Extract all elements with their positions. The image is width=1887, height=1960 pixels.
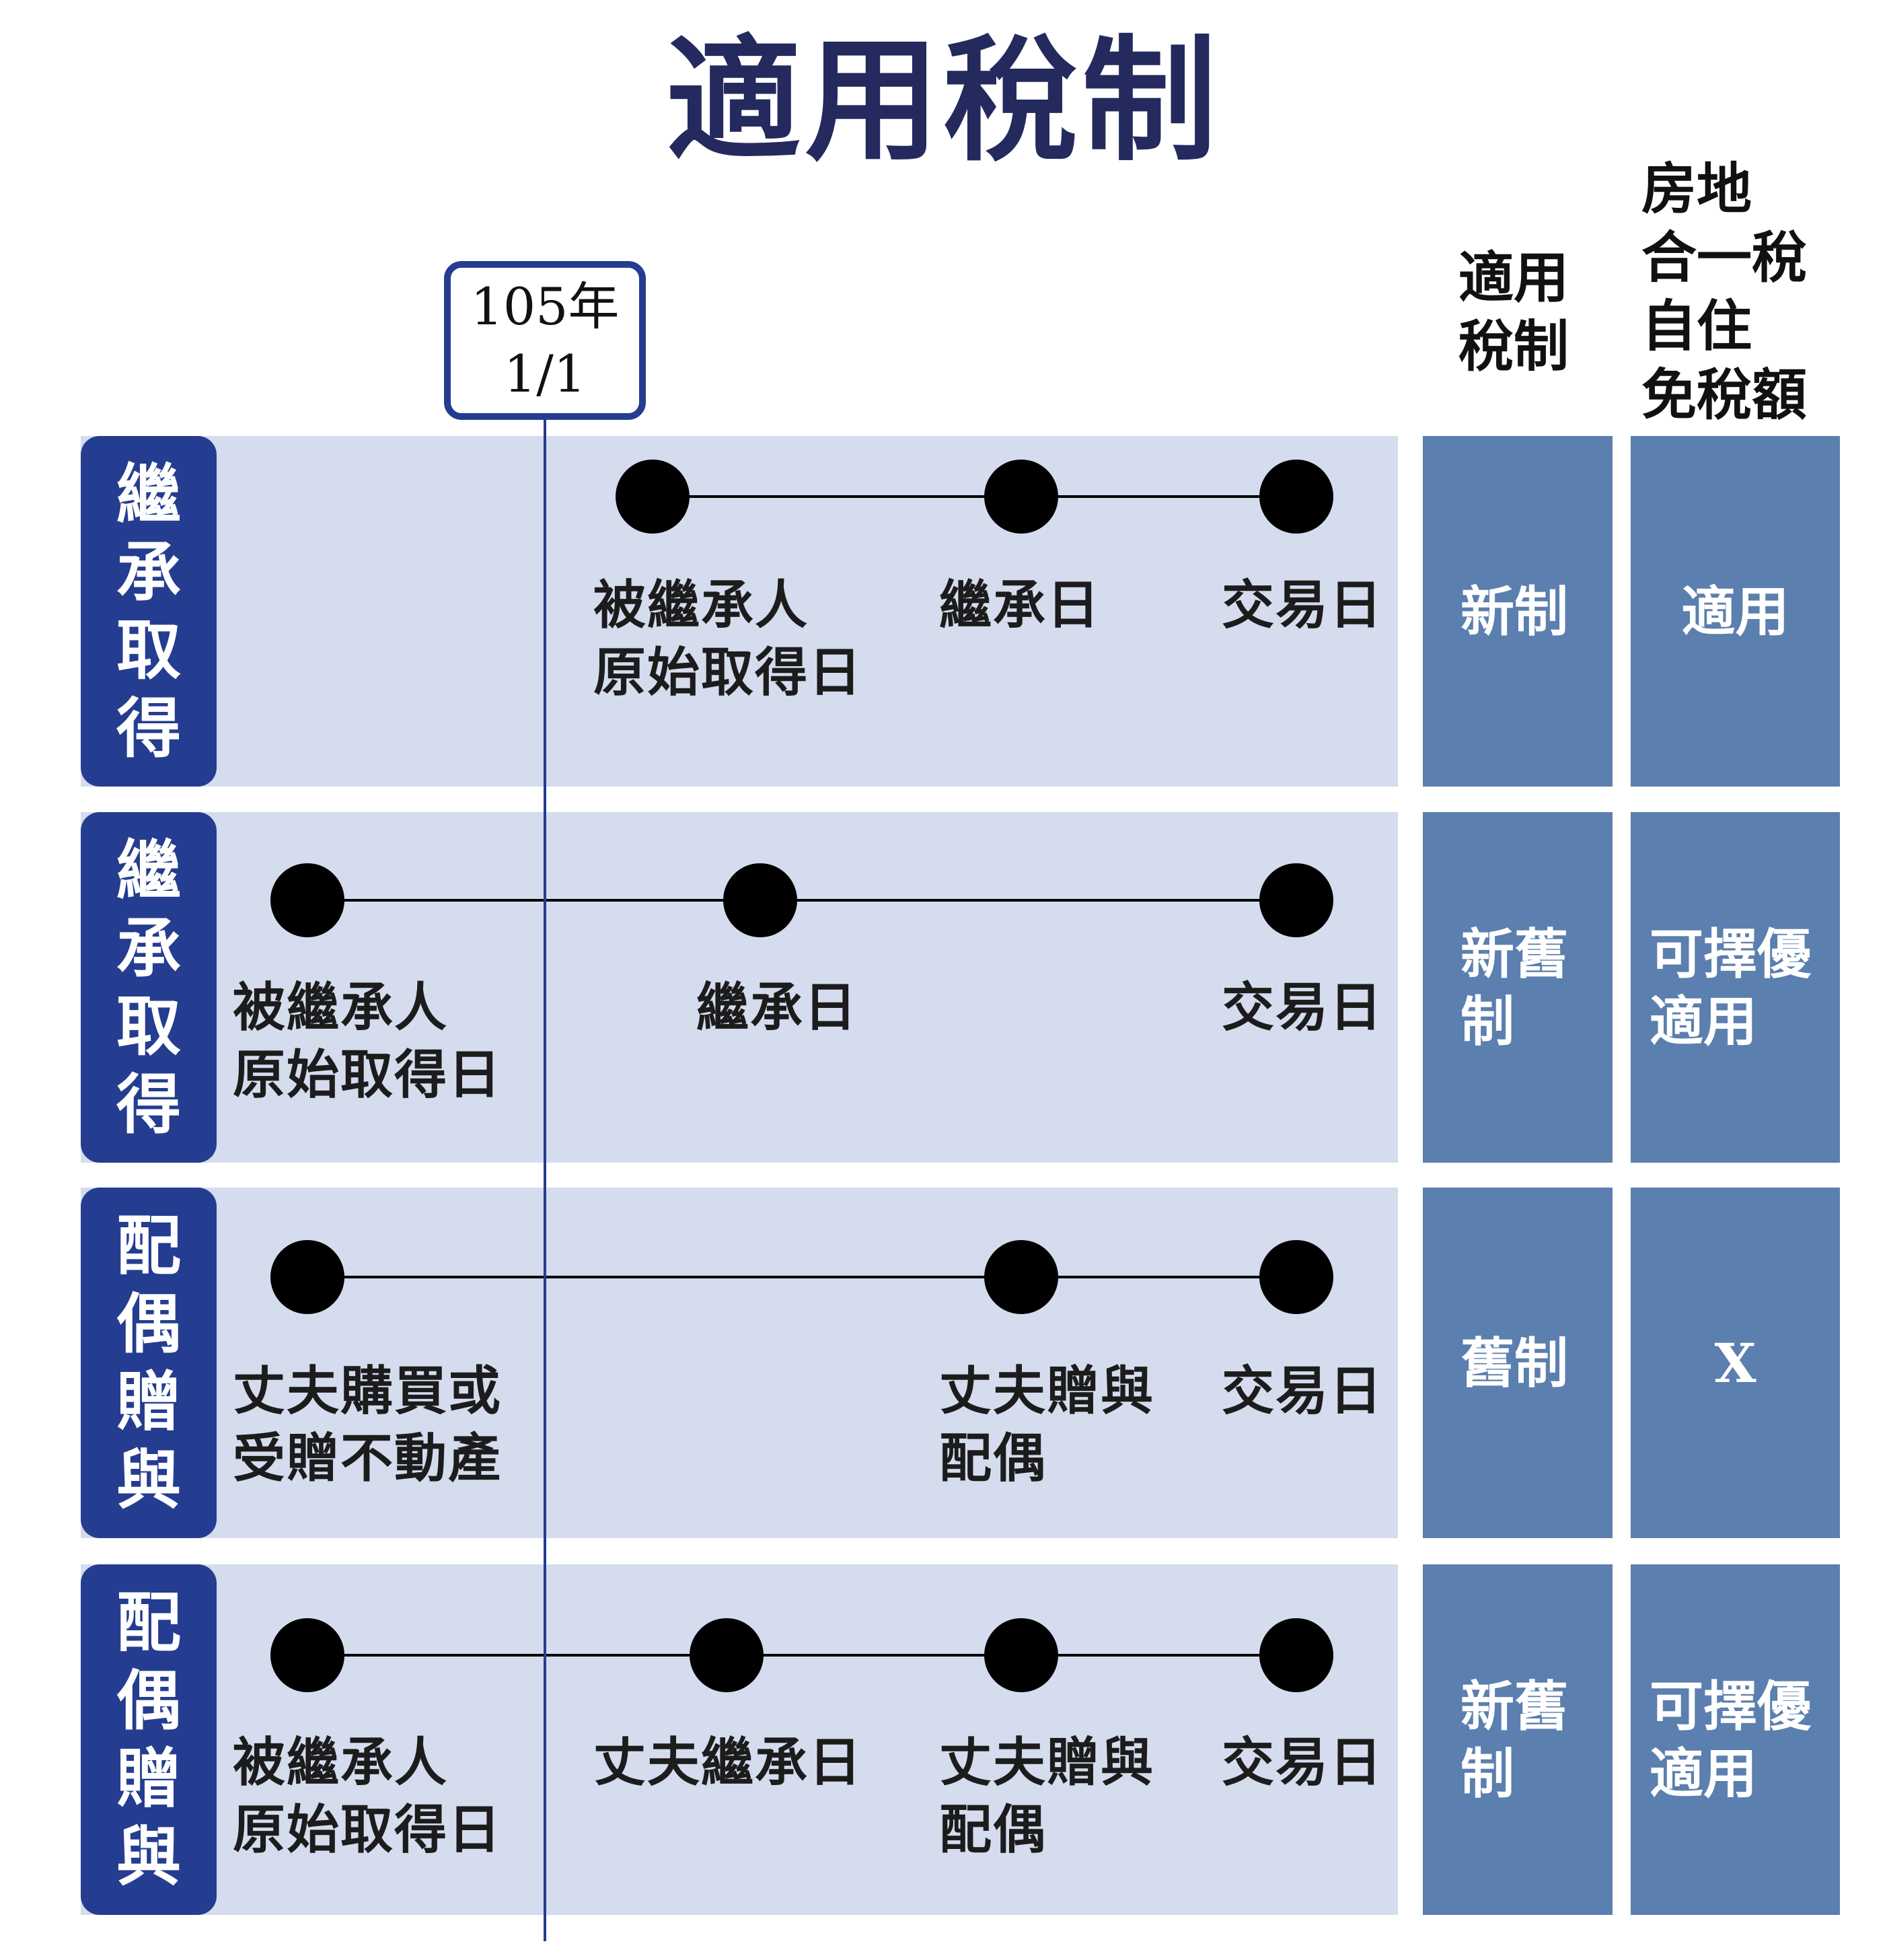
row-4-timeline [307,1654,1332,1657]
row-1-regime: 新制 [1423,436,1613,787]
row-1-event-1-dot [616,460,690,534]
date-marker-year: 105年 [470,277,620,336]
page-title: 適用稅制 [666,22,1221,180]
date-marker-day: 1/1 [503,344,587,404]
row-1-band [81,436,1398,787]
row-4-event-1-label: 被繼承人 原始取得日 [233,1732,503,1860]
row-3-event-2-dot [984,1240,1058,1314]
row-3-event-1-label: 丈夫購買或 受贈不動產 [233,1360,503,1489]
row-3-event-3-dot [1259,1240,1333,1314]
row-3-event-3-label: 交易日 [1222,1360,1384,1422]
row-4-exemption: 可擇優適用 [1631,1564,1840,1915]
date-divider-line [544,420,546,1941]
row-2-label: 繼承取得 [81,812,217,1163]
row-1-event-2-dot [984,460,1058,534]
row-2-event-1-dot [270,863,344,937]
row-2-event-3-label: 交易日 [1222,977,1384,1038]
row-3-event-1-dot [270,1240,344,1314]
row-4-label: 配偶贈與 [81,1564,217,1915]
row-2-exemption: 可擇優適用 [1631,812,1840,1163]
row-1-label: 繼承取得 [81,436,217,787]
row-2-timeline [307,899,1332,902]
row-1-event-3-label: 交易日 [1222,575,1384,636]
row-1-event-2-label: 繼承日 [939,575,1101,636]
row-3-event-2-label: 丈夫贈與 配偶 [939,1360,1155,1489]
row-1-event-1-label: 被繼承人 原始取得日 [593,575,863,703]
date-marker: 105年 1/1 [444,261,646,420]
row-4-regime: 新舊制 [1423,1564,1613,1915]
row-4-event-2-dot [690,1618,764,1692]
row-2-event-2-label: 繼承日 [696,977,858,1038]
header-regime: 適用 稅制 [1458,246,1569,379]
row-2-event-1-label: 被繼承人 原始取得日 [233,977,503,1105]
row-4-event-1-dot [270,1618,344,1692]
row-1-exemption: 適用 [1631,436,1840,787]
row-4-event-4-label: 交易日 [1222,1732,1384,1793]
row-3-timeline [307,1276,1332,1278]
row-3-regime: 舊制 [1423,1188,1613,1538]
header-exemption: 房地 合一稅 自住 免稅額 [1641,157,1808,427]
row-3-exemption: X [1631,1188,1840,1538]
row-2-event-3-dot [1259,863,1333,937]
row-2-regime: 新舊制 [1423,812,1613,1163]
row-1-event-3-dot [1259,460,1333,534]
row-4-event-3-dot [984,1618,1058,1692]
row-4-event-4-dot [1259,1618,1333,1692]
row-4-event-2-label: 丈夫繼承日 [593,1732,863,1793]
row-4-event-3-label: 丈夫贈與 配偶 [939,1732,1155,1860]
row-3-label: 配偶贈與 [81,1188,217,1538]
row-2-event-2-dot [723,863,797,937]
